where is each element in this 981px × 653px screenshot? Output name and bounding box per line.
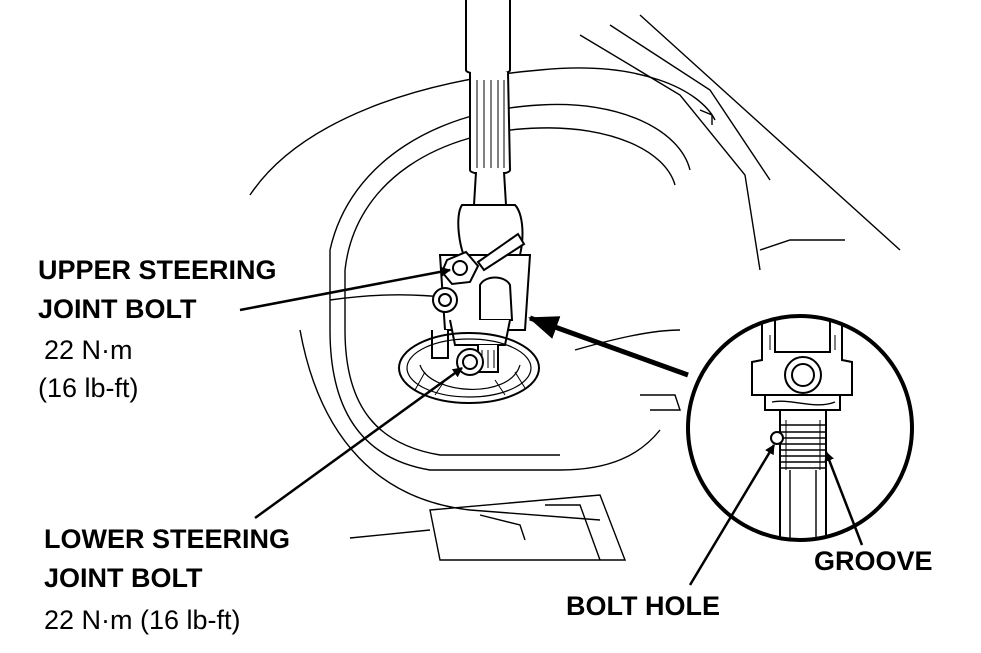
steering-shaft xyxy=(465,0,512,206)
detail-inset xyxy=(686,314,914,542)
bolt-hole-leader xyxy=(688,444,776,586)
groove-leader xyxy=(824,451,864,546)
lower-bolt-label-underline xyxy=(349,529,431,539)
upper-bolt-leader xyxy=(239,266,451,312)
lower-bolt-torque: 22 N·m (16 lb-ft) xyxy=(44,605,241,635)
lower-bolt-head xyxy=(456,348,484,376)
leader-lines xyxy=(239,266,864,586)
lower-bolt-label-line2: JOINT BOLT xyxy=(44,563,203,593)
upper-bolt-label-line1: UPPER STEERING xyxy=(38,255,277,285)
dust-boot xyxy=(398,332,540,404)
vehicle-panel-outlines xyxy=(249,14,901,561)
universal-joint xyxy=(431,204,532,373)
bolt-hole-label: BOLT HOLE xyxy=(566,591,720,621)
upper-bolt-label-line2: JOINT BOLT xyxy=(38,294,197,324)
upper-bolt-torque-lbft: (16 lb-ft) xyxy=(38,373,139,403)
upper-bolt-torque-nm: 22 N·m xyxy=(44,335,133,365)
lower-bolt-label-line1: LOWER STEERING xyxy=(44,524,291,554)
groove-label: GROOVE xyxy=(814,546,933,576)
inset-callout-arrow xyxy=(528,315,689,378)
lower-bolt-leader xyxy=(254,366,463,520)
